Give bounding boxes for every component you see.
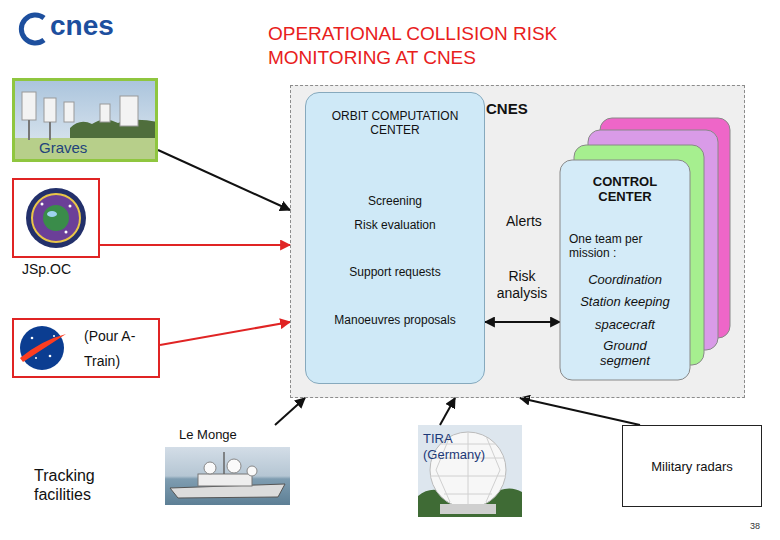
task-item: spacecraft — [560, 317, 690, 332]
graves-photo — [12, 78, 158, 162]
task-item: Screening — [306, 194, 484, 208]
station-name: Graves — [39, 139, 87, 156]
process-box: ORBIT COMPUTATION CENTER ScreeningRisk ev… — [305, 92, 485, 384]
connector-arrow — [100, 244, 290, 246]
control-card-box: CONTROL CENTER One team per mission : Coor… — [560, 160, 690, 380]
slide-title: OPERATIONAL COLLISION RISK MONITORING AT… — [268, 22, 638, 70]
logo-box: (Pour A-Train) — [12, 318, 160, 378]
region-heading: CNES — [486, 100, 528, 117]
facility-name: Le Monge — [179, 427, 237, 442]
ship-photo-box: Le Monge — [165, 425, 290, 507]
jspoc-emblem — [12, 178, 100, 258]
agency-wordmark: cnes — [50, 10, 114, 42]
ship-photo — [165, 447, 290, 505]
facility-box: Military radars — [622, 425, 762, 507]
connector-arrow — [160, 322, 290, 345]
task-item: Risk evaluation — [306, 218, 484, 232]
facility-name: Military radars — [645, 459, 739, 474]
connector-arrow — [275, 398, 305, 425]
nasa-logo — [12, 318, 160, 378]
box-heading: CONTROL CENTER — [560, 174, 690, 204]
cnes-region: CNESORBIT COMPUTATION CENTER ScreeningRis… — [290, 85, 745, 398]
radome-photo-box: TIRA (Germany) — [415, 425, 523, 517]
radome-photo — [418, 425, 522, 517]
region-ground — [290, 85, 745, 398]
agency-note: (Pour A-Train) — [84, 324, 156, 374]
group-note: Tracking facilities — [34, 466, 124, 504]
flow-note: Risk analysis — [486, 268, 558, 302]
flow-note: Alerts — [506, 213, 542, 229]
emblem-box: JSp.OC — [12, 178, 100, 258]
card-outline — [560, 160, 690, 380]
team-note: One team per mission : — [569, 232, 660, 260]
agency-name: JSp.OC — [22, 261, 71, 277]
task-item: Station keeping — [560, 294, 690, 309]
page-number: 38 — [750, 521, 760, 531]
box-heading: ORBIT COMPUTATION CENTER — [306, 109, 484, 137]
station-photo-box: Graves — [12, 78, 158, 162]
agency-logo — [21, 15, 44, 43]
connector-arrow — [440, 398, 455, 425]
connector-arrow — [520, 398, 640, 425]
task-item: Manoeuvres proposals — [306, 313, 484, 327]
task-item: Coordination — [560, 272, 690, 287]
facility-name: TIRA (Germany) — [423, 431, 505, 462]
task-item: Ground segment — [560, 338, 690, 368]
task-item: Support requests — [306, 265, 484, 279]
connector-arrow — [158, 150, 290, 210]
connector-arrow — [485, 321, 560, 323]
